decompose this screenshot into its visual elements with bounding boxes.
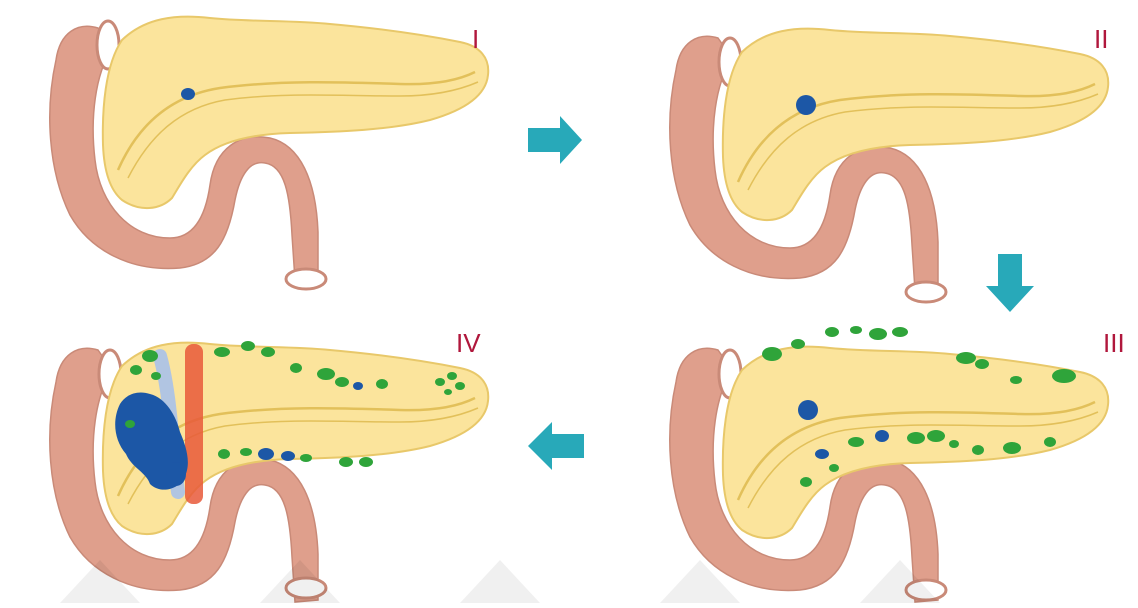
lymph-node (359, 457, 373, 467)
tumor (815, 449, 829, 459)
stage-label: I (472, 24, 479, 54)
stage-label: II (1094, 24, 1108, 54)
lymph-node (218, 449, 230, 459)
lymph-node (800, 477, 812, 487)
arrow-down-icon (986, 254, 1034, 312)
lymph-node (825, 327, 839, 337)
lymph-node (975, 359, 989, 369)
tumor (353, 382, 363, 390)
lymph-node (850, 326, 862, 334)
lymph-node (956, 352, 976, 364)
arrow-left-icon (528, 422, 584, 470)
duodenum-opening (906, 282, 946, 302)
lymph-node (241, 341, 255, 351)
lymph-node (791, 339, 805, 349)
lymph-node (300, 454, 312, 462)
lymph-node (829, 464, 839, 472)
lymph-node (335, 377, 349, 387)
duodenum-opening (286, 269, 326, 289)
lymph-node (455, 382, 465, 390)
lymph-node (762, 347, 782, 361)
panel-stage-4: IV (50, 328, 488, 602)
arrow-right-icon (528, 116, 582, 164)
lymph-node (1044, 437, 1056, 447)
tumor (796, 95, 816, 115)
superior-mesenteric-artery (185, 344, 203, 504)
lymph-node (142, 350, 158, 362)
lymph-node (125, 420, 135, 428)
panel-stage-2: II (670, 24, 1109, 302)
lymph-node (261, 347, 275, 357)
tumor (798, 400, 818, 420)
lymph-node (869, 328, 887, 340)
lymph-node (214, 347, 230, 357)
tumor (281, 451, 295, 461)
lymph-node (1003, 442, 1021, 454)
tumor (166, 462, 186, 486)
lymph-node (447, 372, 457, 380)
lymph-node (151, 372, 161, 380)
tumor (258, 448, 274, 460)
panel-stage-3: III (670, 326, 1125, 602)
lymph-node (376, 379, 388, 389)
lymph-node (892, 327, 908, 337)
panel-stage-1: I (50, 17, 488, 289)
lymph-node (927, 430, 945, 442)
lymph-node (240, 448, 252, 456)
lymph-node (907, 432, 925, 444)
lymph-node (972, 445, 984, 455)
tumor (181, 88, 195, 100)
stage-label: IV (456, 328, 481, 358)
lymph-node (435, 378, 445, 386)
lymph-node (1052, 369, 1076, 383)
lymph-node (949, 440, 959, 448)
lymph-node (290, 363, 302, 373)
stage-label: III (1103, 328, 1125, 358)
lymph-node (444, 389, 452, 395)
lymph-node (1010, 376, 1022, 384)
lymph-node (130, 365, 142, 375)
lymph-node (317, 368, 335, 380)
lymph-node (848, 437, 864, 447)
lymph-node (339, 457, 353, 467)
tumor (875, 430, 889, 442)
